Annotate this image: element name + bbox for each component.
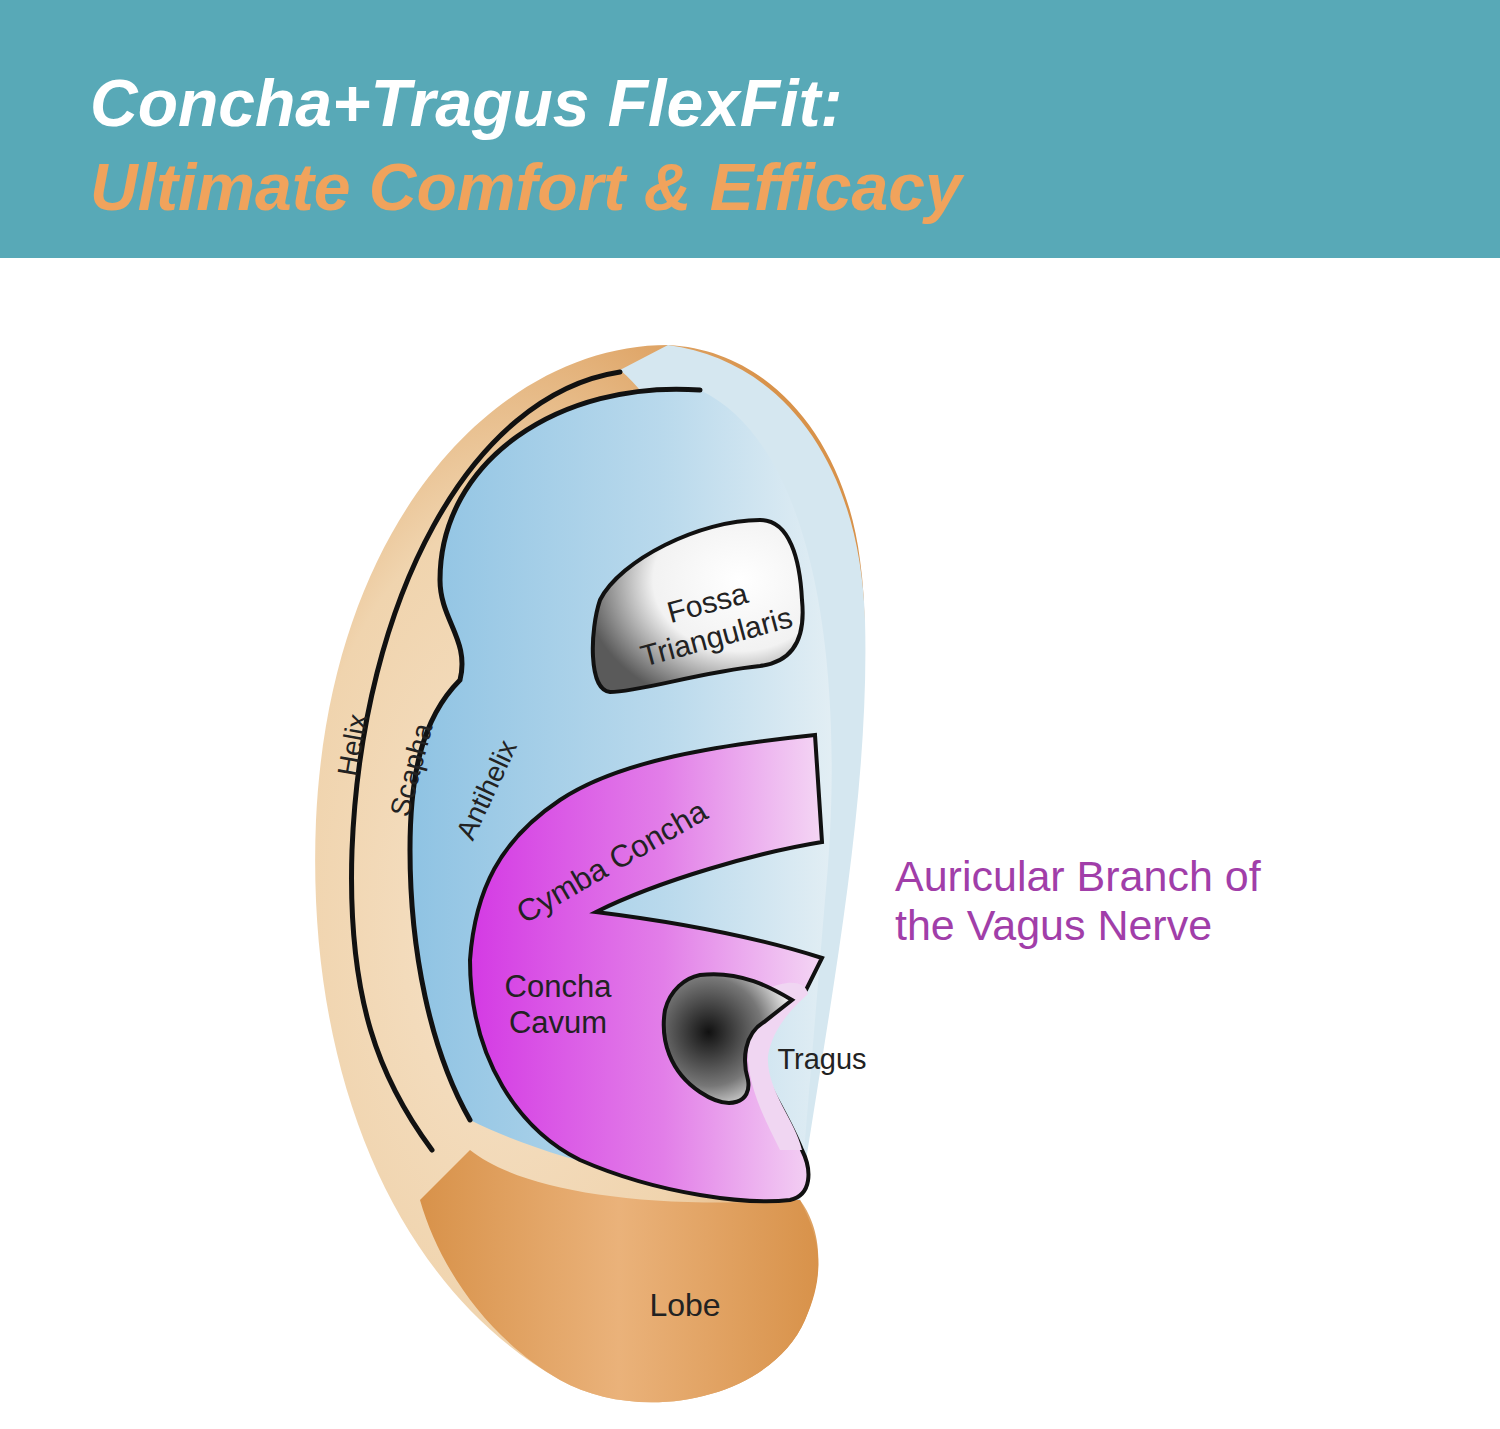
ear-canal <box>664 974 792 1103</box>
subtitle: Ultimate Comfort & Efficacy <box>90 150 962 226</box>
nerve-label: Auricular Branch of the Vagus Nerve <box>895 852 1265 951</box>
title: Concha+Tragus FlexFit: <box>90 66 842 142</box>
part-label: Concha Cavum <box>483 969 633 1040</box>
part-label: Lobe <box>649 1287 720 1324</box>
outer-ear <box>315 345 864 1402</box>
concha-shape <box>470 735 822 1201</box>
part-label: Tragus <box>777 1043 866 1076</box>
